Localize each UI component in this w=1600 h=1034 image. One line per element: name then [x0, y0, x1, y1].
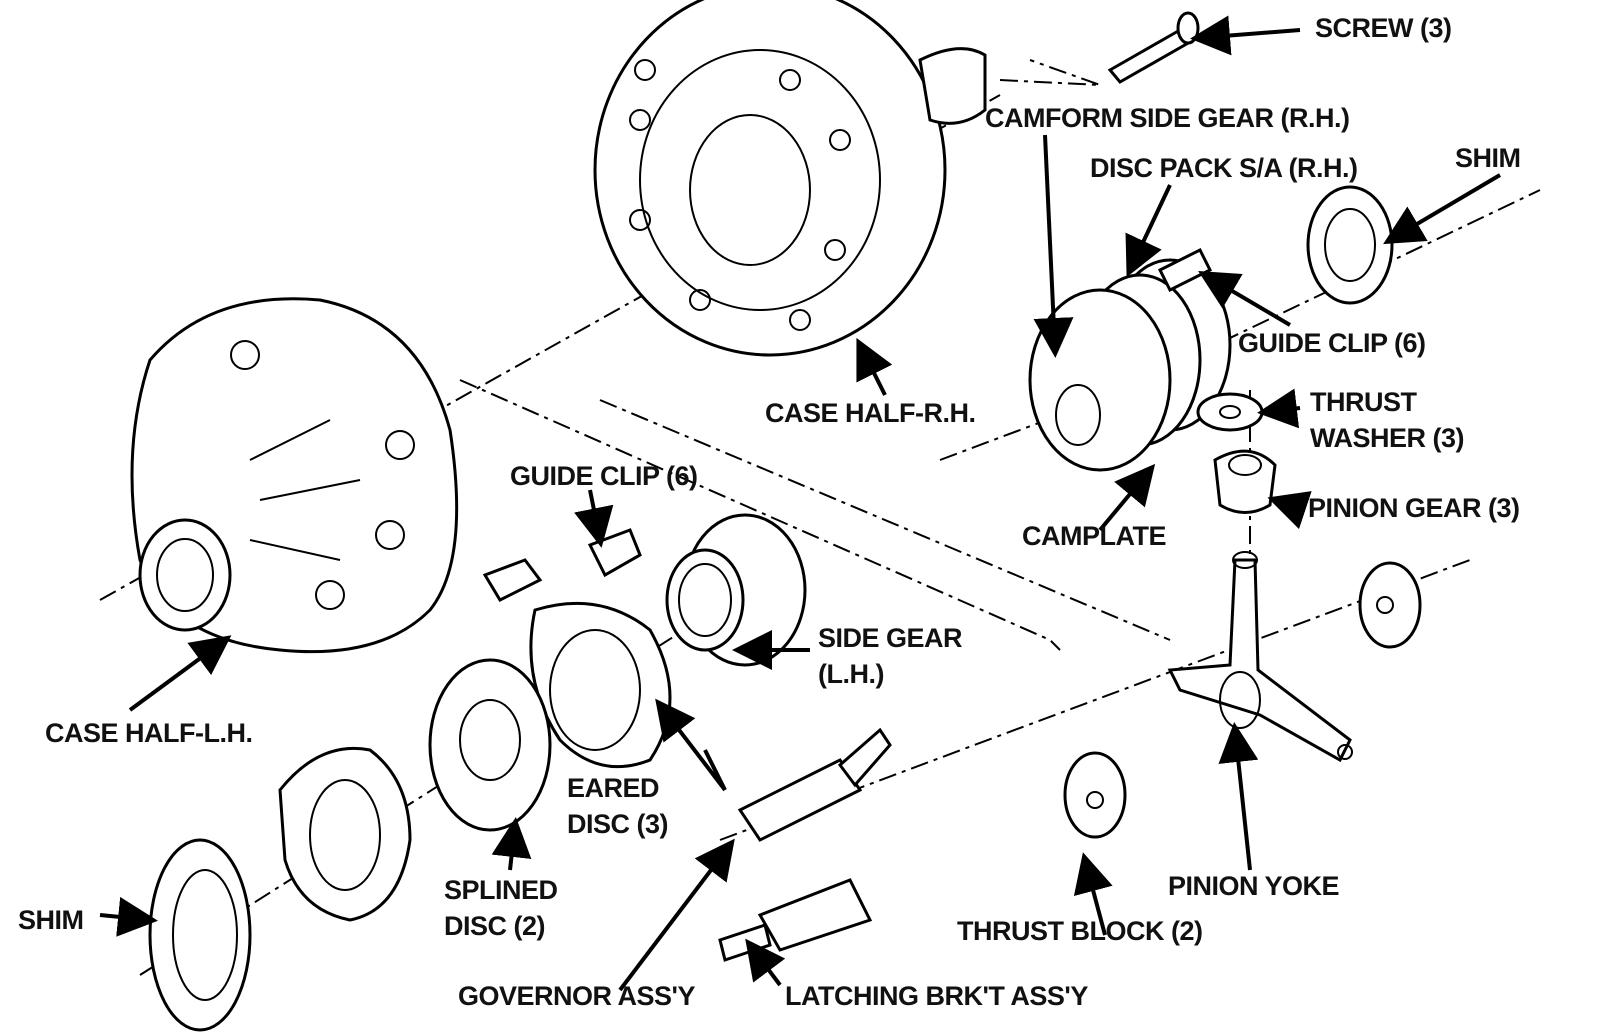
- shim-lh: [148, 838, 252, 1032]
- pinion-yoke: [1167, 551, 1353, 763]
- label-pinion-yoke: PINION YOKE: [1168, 871, 1340, 901]
- label-screw: SCREW (3): [1315, 13, 1452, 43]
- side-gear-lh: [665, 513, 807, 667]
- label-side-gear-lh: SIDE GEAR (L.H.): [818, 623, 963, 689]
- label-splined-disc: SPLINED DISC (2): [444, 875, 558, 941]
- case-half-lh: [130, 297, 459, 654]
- thrust-washer: [1196, 392, 1264, 432]
- guide-clip-rh: [1157, 247, 1213, 293]
- eared-disc: [529, 601, 672, 769]
- label-shim-rh: SHIM: [1455, 143, 1521, 173]
- case-half-rh: [593, 0, 987, 357]
- disc-pack-rh: [1028, 258, 1232, 472]
- label-governor: GOVERNOR ASS'Y: [458, 981, 695, 1011]
- leader-lines: [99, 15, 1502, 992]
- pinion-gear: [1213, 449, 1277, 514]
- thrust-block-upper: [1358, 561, 1422, 649]
- shim-rh: [1306, 185, 1394, 305]
- label-pinion-gear: PINION GEAR (3): [1308, 493, 1520, 523]
- guide-clip-lh-a: [482, 558, 543, 602]
- label-camplate: CAMPLATE: [1022, 521, 1167, 551]
- label-guide-clip-lh: GUIDE CLIP (6): [510, 461, 698, 491]
- label-thrust-washer: THRUST WASHER (3): [1310, 387, 1465, 453]
- label-latching-bracket: LATCHING BRK'T ASS'Y: [785, 981, 1088, 1011]
- label-case-half-lh: CASE HALF-L.H.: [45, 718, 253, 748]
- label-disc-pack: DISC PACK S/A (R.H.): [1090, 153, 1358, 183]
- label-case-half-rh: CASE HALF-R.H.: [765, 398, 976, 428]
- thrust-block-lower: [1063, 751, 1127, 839]
- splined-disc: [428, 658, 552, 832]
- label-eared-disc: EARED DISC (3): [567, 773, 669, 839]
- label-shim-lh: SHIM: [18, 905, 84, 935]
- label-thrust-block: THRUST BLOCK (2): [957, 916, 1203, 946]
- label-camform-side-gear: CAMFORM SIDE GEAR (R.H.): [985, 103, 1350, 133]
- latching-bracket: [718, 878, 873, 962]
- screw: [1107, 11, 1200, 84]
- camplate-lh: [278, 746, 412, 922]
- label-guide-clip-rh: GUIDE CLIP (6): [1238, 328, 1426, 358]
- governor: [737, 727, 892, 842]
